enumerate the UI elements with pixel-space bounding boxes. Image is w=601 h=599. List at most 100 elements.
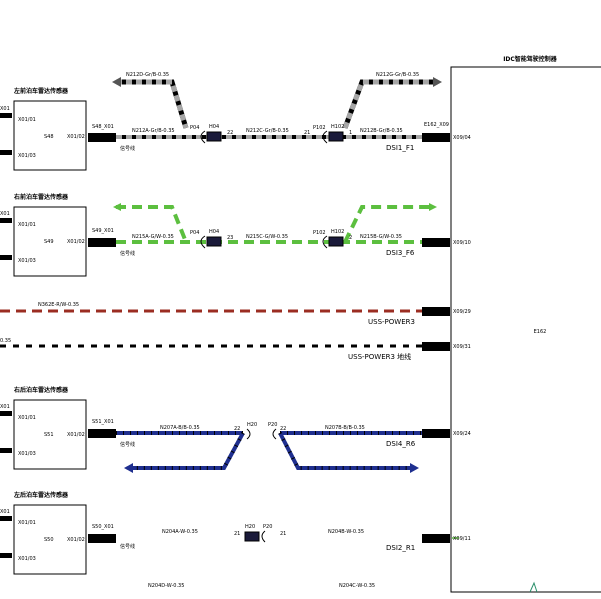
- connector-label: H20: [247, 422, 257, 428]
- break-mark: [529, 581, 538, 593]
- pin-number: 1: [349, 130, 352, 136]
- sensor-id: S49: [44, 239, 54, 245]
- edge-pin: X01: [0, 106, 10, 112]
- edge-pin: X01: [0, 509, 10, 515]
- h20-connector: [246, 428, 277, 440]
- connector-label: P04: [190, 125, 199, 131]
- ecu-title: IDC智能驾驶控制器: [503, 55, 558, 63]
- connector-label: S51_X01: [92, 419, 114, 425]
- sensor-pin: X01/02: [67, 134, 85, 140]
- connector-block: [422, 534, 450, 543]
- connector-label: S49_X01: [92, 228, 114, 234]
- sensor-title: 右后泊车雷达传感器: [13, 386, 69, 394]
- sensor-left-front: 左前泊车雷达传感器 S48 X01/01 X01/02 X01/03: [13, 87, 87, 171]
- connector-block: [422, 342, 450, 351]
- wire-label: N207A-B/B-0.35: [160, 425, 200, 431]
- sensor-pin: X01/02: [67, 239, 85, 245]
- sensor-right-rear: 右后泊车雷达传感器 S51 X01/01 X01/02 X01/03: [13, 386, 87, 470]
- signal-name: USS-POWER3 地线: [348, 352, 411, 361]
- wire-label: N204A-W-0.35: [162, 529, 198, 535]
- connector-block: [88, 133, 116, 142]
- connector-label: S48_X01: [92, 124, 114, 130]
- sensor-title: 左后泊车雷达传感器: [13, 491, 69, 499]
- ecu-pin: X09/10: [453, 240, 471, 246]
- h102-connector: [328, 131, 344, 142]
- wire-row-1: [112, 77, 442, 139]
- wire-label: N204C-W-0.35: [339, 583, 375, 589]
- wire-label: N212A-Gr/B-0.35: [132, 128, 175, 134]
- sensor-right-front: 右前泊车雷达传感器 S49 X01/01 X01/02 X01/03: [13, 193, 87, 277]
- sensor-box: [13, 399, 87, 470]
- signal-name: USS-POWER3: [368, 318, 415, 326]
- ecu-pin: X09/31: [453, 344, 471, 350]
- sensor-title: 左前泊车雷达传感器: [13, 87, 69, 95]
- sensor-pin: X01/03: [18, 451, 36, 457]
- sensor-pin: X01/03: [18, 153, 36, 159]
- wire-label: N207B-B/B-0.35: [325, 425, 365, 431]
- connector-label: P102: [313, 125, 326, 131]
- connector-label: P20: [268, 422, 277, 428]
- sensor-box: [13, 206, 87, 277]
- ecu-pin: X09/11: [453, 536, 471, 542]
- wire-label: N215B-G/W-0.35: [360, 234, 402, 240]
- h102-connector: [328, 236, 344, 247]
- connector-label: P04: [190, 230, 199, 236]
- sensor-left-rear: 左后泊车雷达传感器 S50 X01/01 X01/02 X01/03: [13, 491, 87, 575]
- h04-connector: [206, 131, 222, 142]
- sensor-pin: X01/01: [18, 117, 36, 123]
- sensor-title: 右前泊车雷达传感器: [13, 193, 69, 201]
- sensor-id: S51: [44, 432, 54, 438]
- pin-number: 23: [227, 235, 233, 241]
- signal-name: DSI2_R1: [386, 544, 415, 552]
- ecu-pin: X09/24: [453, 431, 471, 437]
- pin-number: 21: [304, 130, 310, 136]
- sensor-id: S50: [44, 537, 54, 543]
- connector-label: H102: [331, 229, 344, 235]
- sensor-id: S48: [44, 134, 54, 140]
- sensor-pin: X01/02: [67, 537, 85, 543]
- sensor-pin: X01/01: [18, 222, 36, 228]
- wire-row-5: [116, 431, 422, 473]
- ecu-pin: X09/29: [453, 309, 471, 315]
- signal-name: DSI3_F6: [386, 249, 415, 257]
- connector-label: P20: [263, 524, 272, 530]
- signal-line-label: 信号线: [120, 145, 135, 152]
- sensor-pin: X01/03: [18, 258, 36, 264]
- pin-number: 22: [227, 130, 233, 136]
- connector-block: [422, 307, 450, 316]
- ecu-box: [450, 66, 601, 593]
- signal-name: DSI1_F1: [386, 144, 414, 152]
- wire-label: 0.35: [0, 338, 11, 344]
- left-edge-stubs: X01 X01 X01 X01: [0, 106, 12, 558]
- sensor-box: [13, 504, 87, 575]
- wire-label: N362E-R/W-0.35: [38, 302, 79, 308]
- signal-name: DSI4_R6: [386, 440, 416, 448]
- h04-connector: [206, 236, 222, 247]
- signal-line-label: 信号线: [120, 250, 135, 257]
- pin-number: 22: [234, 426, 240, 432]
- sensor-pin: X01/01: [18, 520, 36, 526]
- pin-number: 21: [280, 531, 286, 537]
- sensor-pin: X01/03: [18, 556, 36, 562]
- connector-block: [88, 534, 116, 543]
- connector-label: S50_X01: [92, 524, 114, 530]
- connector-block: [422, 238, 450, 247]
- edge-pin: X01: [0, 404, 10, 410]
- connector-label: H20: [245, 524, 255, 530]
- wire-row-2: [113, 203, 437, 244]
- connector-label: H102: [331, 124, 344, 130]
- connector-block: [88, 238, 116, 247]
- connector-label: H04: [209, 124, 219, 130]
- connector-block: [422, 133, 450, 142]
- connector-block: [88, 429, 116, 438]
- sensor-pin: X01/02: [67, 432, 85, 438]
- pin-number: 22: [280, 426, 286, 432]
- wire-label: N212D-Gr/B-0.35: [126, 72, 169, 78]
- sensor-pin: X01/01: [18, 415, 36, 421]
- sensor-box: [13, 100, 87, 171]
- connector-label: H04: [209, 229, 219, 235]
- wire-label: N212G-Gr/B-0.35: [376, 72, 419, 78]
- connector-label: P102: [313, 230, 326, 236]
